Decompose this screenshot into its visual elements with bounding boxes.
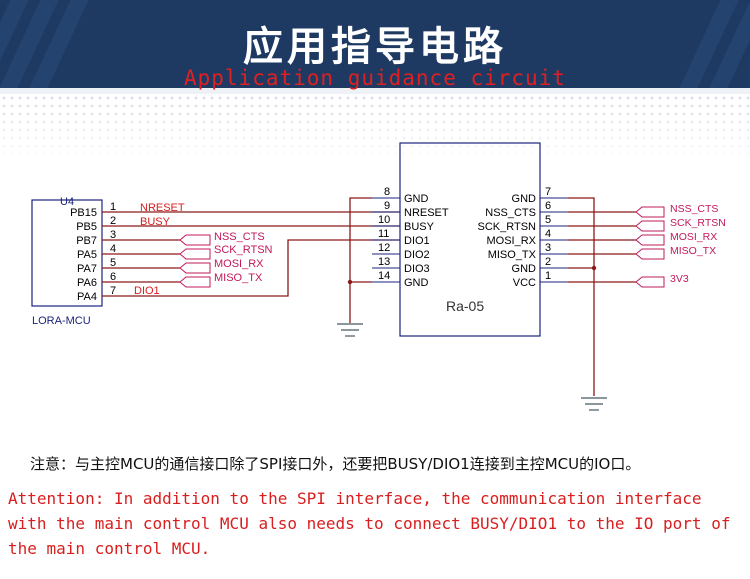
net-label-mosi: MOSI_RX <box>214 258 264 270</box>
module-pin-number: 6 <box>545 200 551 212</box>
mcu-pin-name: PB5 <box>76 221 97 233</box>
module-pin-name: MISO_TX <box>488 249 537 261</box>
wire-dio1 <box>102 239 400 297</box>
port-flag <box>635 276 665 288</box>
port-label-mosi: MOSI_RX <box>670 231 717 243</box>
junction-dot <box>591 265 597 271</box>
module-pin-number: 11 <box>378 228 389 240</box>
mcu-pin-name: PB7 <box>76 235 97 247</box>
module-pin-name: VCC <box>513 277 536 289</box>
module-pin-name: NSS_CTS <box>485 207 536 219</box>
mcu-pin-number: 6 <box>110 271 116 283</box>
net-label-nss: NSS_CTS <box>214 231 265 243</box>
module-pin-number: 3 <box>545 242 551 254</box>
mcu-body <box>31 199 103 307</box>
module-pin-number: 9 <box>384 200 390 212</box>
module-pin-name: DIO3 <box>404 263 430 275</box>
page-subtitle: Application guidance circuit <box>183 66 566 90</box>
mcu-pin-number: 7 <box>110 285 116 297</box>
net-label-busy: BUSY <box>140 216 171 228</box>
mcu-pin-name: PA4 <box>77 291 97 303</box>
module-pin-name: NRESET <box>404 207 449 219</box>
wire-gnd-left <box>349 197 372 323</box>
net-label-dio1: DIO1 <box>134 285 160 297</box>
module-pin-name: DIO1 <box>404 235 430 247</box>
title-banner <box>0 0 750 88</box>
port-flag <box>179 248 211 260</box>
module-pin-number: 13 <box>378 256 390 268</box>
junction-dot <box>347 279 353 285</box>
mcu-pin-number: 3 <box>110 229 116 241</box>
module-pin-number: 10 <box>378 214 390 226</box>
net-label-miso: MISO_TX <box>214 272 263 284</box>
module-pin-name: GND <box>512 193 537 205</box>
module-pin-number: 1 <box>545 270 551 282</box>
note-chinese: 注意：与主控MCU的通信接口除了SPI接口外，还要把BUSY/DIO1连接到主控… <box>30 455 641 473</box>
module-pin-number: 2 <box>545 256 551 268</box>
module-pin-name: SCK_RTSN <box>478 221 537 233</box>
port-flag <box>179 234 211 246</box>
port-label-3v3: 3V3 <box>670 273 689 285</box>
module-pin-name: GND <box>404 277 429 289</box>
net-label-sck: SCK_RTSN <box>214 244 273 256</box>
banner-underline <box>0 88 750 94</box>
net-label-nreset: NRESET <box>140 202 185 214</box>
mcu-pin-number: 2 <box>110 215 116 227</box>
mcu-pin-number: 5 <box>110 257 116 269</box>
mcu-pin-number: 4 <box>110 243 116 255</box>
dot-pattern <box>0 94 750 164</box>
wire-gnd-right <box>568 197 595 396</box>
module-pin-name: GND <box>404 193 429 205</box>
module-pin-name: MOSI_RX <box>486 235 536 247</box>
port-flag <box>635 220 665 232</box>
port-flag <box>179 276 211 288</box>
port-flag <box>179 262 211 274</box>
module-pin-name: DIO2 <box>404 249 430 261</box>
module-pin-number: 8 <box>384 186 390 198</box>
page-title: 应用指导电路 <box>243 24 507 70</box>
mcu-pin-number: 1 <box>110 201 116 213</box>
port-flag <box>635 234 665 246</box>
port-label-nss: NSS_CTS <box>670 203 718 215</box>
module-pin-number: 14 <box>378 270 390 282</box>
mcu-ref: U4 <box>60 196 74 208</box>
mcu-pin-name: PA5 <box>77 249 97 261</box>
module-pin-name: BUSY <box>404 221 435 233</box>
module-pin-number: 12 <box>378 242 390 254</box>
mcu-name: LORA-MCU <box>32 315 91 327</box>
port-label-miso: MISO_TX <box>670 245 716 257</box>
port-label-sck: SCK_RTSN <box>670 217 726 229</box>
module-pin-name: GND <box>512 263 537 275</box>
mcu-pin-name: PA6 <box>77 277 97 289</box>
module-pin-number: 4 <box>545 228 551 240</box>
module-name: Ra-05 <box>446 298 484 314</box>
port-flag <box>635 248 665 260</box>
mcu-pin-name: PB15 <box>70 207 97 219</box>
module-pin-number: 5 <box>545 214 551 226</box>
mcu-pin-name: PA7 <box>77 263 97 275</box>
port-flag <box>635 206 665 218</box>
note-english: Attention: In addition to the SPI interf… <box>8 489 731 558</box>
module-pin-number: 7 <box>545 186 551 198</box>
